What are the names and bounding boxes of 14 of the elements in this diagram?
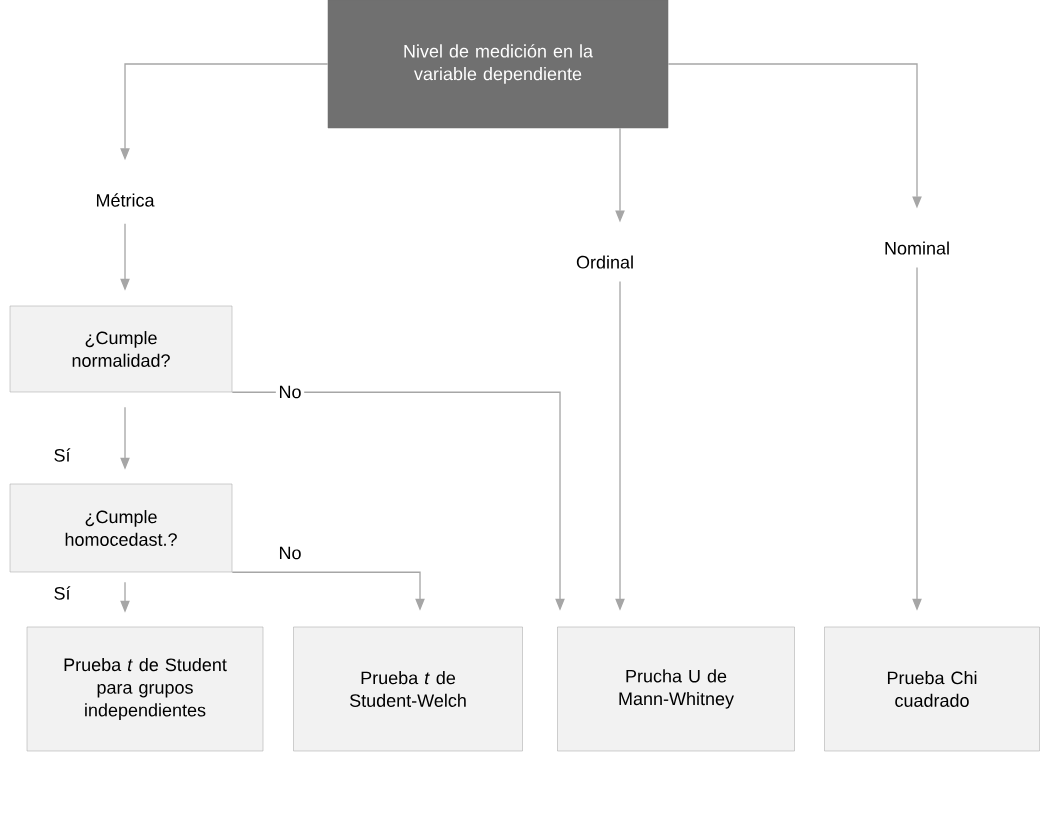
- process-box: Prueba t de Student para grupos independientes: [26, 626, 264, 752]
- edge-label: No: [275, 544, 305, 562]
- process-box: ¿Cumple homocedast.?: [9, 483, 233, 573]
- process-box: Prueba t de Student-Welch: [293, 626, 523, 752]
- category-label: Métrica: [97, 193, 155, 207]
- edge-label: No: [275, 383, 305, 401]
- category-label: Nominal: [885, 241, 949, 255]
- process-box: ¿Cumple normalidad?: [9, 305, 233, 393]
- process-box: Prueba Chi cuadrado: [824, 626, 1040, 752]
- edge-label: Sí: [50, 583, 74, 603]
- process-box: Prucha U de Mann-Whitney: [557, 626, 795, 752]
- edge-label: Sí: [50, 445, 74, 465]
- category-label: Ordinal: [576, 255, 633, 269]
- heading-box: Nivel de medición en la variable dependiente: [327, 0, 669, 129]
